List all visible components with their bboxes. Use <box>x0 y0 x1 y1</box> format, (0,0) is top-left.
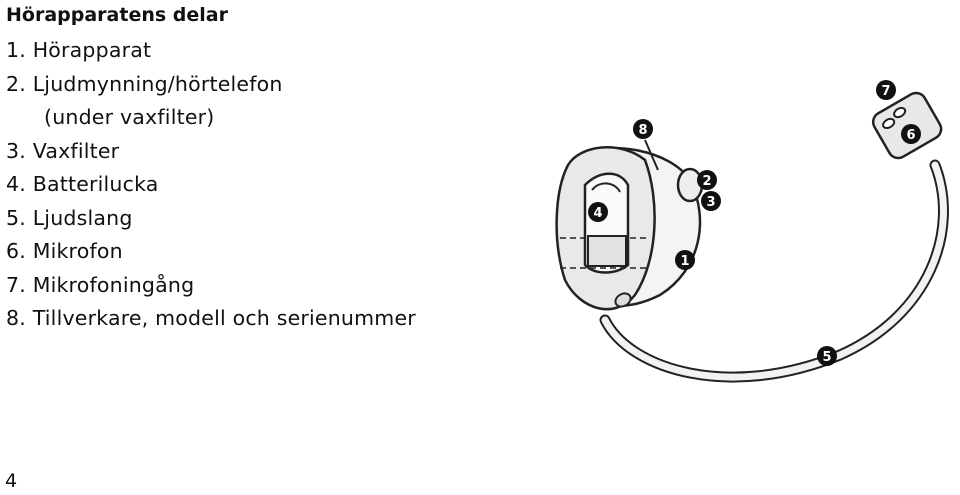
item-text: Vaxfilter <box>32 138 120 163</box>
list-item: 3. Vaxfilter <box>6 135 416 169</box>
svg-text:7: 7 <box>881 84 890 99</box>
parts-list: 1. Hörapparat 2. Ljudmynning/hörtelefon … <box>6 34 416 336</box>
item-text: Hörapparat <box>32 38 152 62</box>
item-text: Ljudslang <box>32 205 133 230</box>
callout-3: 3 <box>701 191 721 211</box>
item-number: 2. <box>6 71 26 96</box>
list-item: 5. Ljudslang <box>6 202 416 236</box>
item-text: Mikrofon <box>32 239 123 263</box>
svg-text:1: 1 <box>680 254 689 269</box>
callout-4: 4 <box>588 202 608 222</box>
svg-text:5: 5 <box>822 350 831 365</box>
svg-text:8: 8 <box>638 123 647 138</box>
item-number: 1. <box>6 38 26 62</box>
item-subtext: (under vaxfilter) <box>44 105 215 129</box>
item-number: 5. <box>6 205 26 230</box>
item-text: Mikrofoningång <box>32 272 195 297</box>
item-text: Batterilucka <box>32 172 159 196</box>
list-item: 4. Batterilucka <box>6 168 416 202</box>
item-number: 3. <box>6 138 26 163</box>
svg-text:2: 2 <box>702 174 711 189</box>
callout-2: 2 <box>697 170 717 190</box>
callout-6: 6 <box>901 124 921 144</box>
list-item: 7. Mikrofoningång <box>6 269 416 303</box>
svg-text:3: 3 <box>706 195 715 210</box>
svg-text:4: 4 <box>593 206 602 221</box>
list-item: 2. Ljudmynning/hörtelefon (under vaxfilt… <box>6 68 416 135</box>
item-text: Tillverkare, modell och serienummer <box>32 306 416 330</box>
svg-text:6: 6 <box>906 128 915 143</box>
item-number: 8. <box>6 306 26 330</box>
list-item: 6. Mikrofon <box>6 235 416 269</box>
item-number: 7. <box>6 272 26 297</box>
page-title: Hörapparatens delar <box>6 4 228 26</box>
item-number: 6. <box>6 239 26 263</box>
list-item: 8. Tillverkare, modell och serienummer <box>6 302 416 336</box>
page-number: 4 <box>5 470 18 492</box>
hearing-aid-illustration: 8 7 6 2 3 4 1 5 <box>555 80 949 383</box>
item-text: Ljudmynning/hörtelefon <box>32 71 283 96</box>
item-number: 4. <box>6 172 26 196</box>
callout-5: 5 <box>817 346 837 366</box>
callout-1: 1 <box>675 250 695 270</box>
list-item: 1. Hörapparat <box>6 34 416 68</box>
callout-8: 8 <box>633 119 653 139</box>
callout-7: 7 <box>876 80 896 100</box>
